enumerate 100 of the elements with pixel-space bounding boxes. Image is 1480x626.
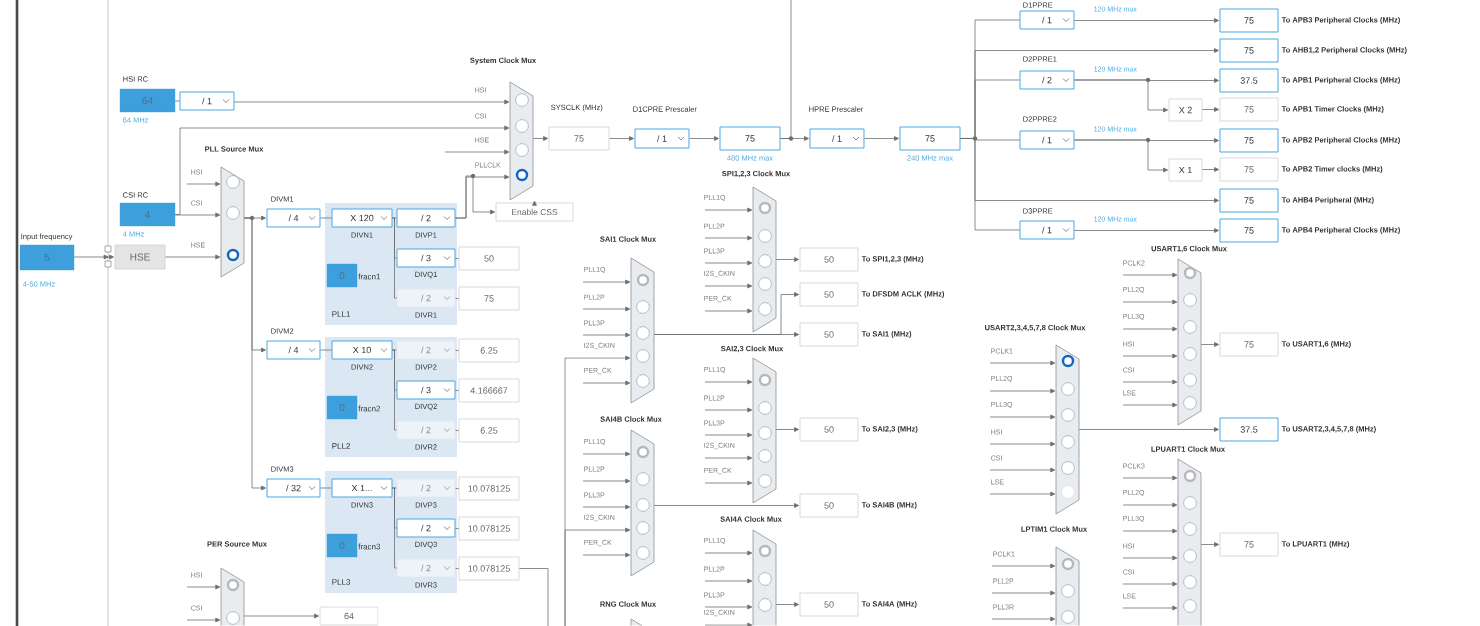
arrow [989,414,1056,420]
arrow [1122,581,1178,587]
value-box: 75 [1219,128,1279,153]
dropdown: / 1 [809,128,865,149]
value-box: 50 [799,592,859,617]
arrow [582,478,631,484]
arrow [1200,542,1220,547]
arrow [775,427,800,432]
dropdown: / 1 [179,91,235,111]
value-box: 50 [458,246,520,271]
connector-line [455,390,459,391]
arrow [653,503,800,508]
arrow [1122,379,1178,385]
arrow [582,380,631,386]
arrow [1122,402,1178,408]
arrow [609,136,634,141]
arrow [704,407,753,413]
value-box: 75 [1219,532,1279,557]
arrow [1074,79,1169,113]
connector-line [455,568,459,569]
arrow [704,622,753,626]
value-box: 50 [799,282,859,307]
arrow [582,504,631,510]
value-box: 75 [458,286,520,311]
dropdown: / 4 [266,340,321,360]
value-box: 75 [1219,332,1279,357]
panel-label: PLL1 [332,311,350,317]
value-box: 6.25 [458,338,520,363]
arrow [991,616,1056,622]
panel-label: PLL3 [332,579,351,585]
input-field: 64 [119,88,176,113]
arrow [1200,342,1220,347]
dropdown: / 1 [634,128,690,149]
connector-line [455,258,459,259]
value-box: 50 [799,493,859,518]
arrow [1122,272,1178,278]
value-box: 75 [548,126,610,151]
input-field: 5 [19,244,75,271]
arrow [775,257,800,262]
arrow [1202,167,1220,172]
arrow [174,212,221,218]
value-box: 37.5 [1219,417,1279,442]
value-box: 10.078125 [458,476,520,501]
arrow [1202,107,1220,112]
value-box: 64 [319,606,379,626]
value-box: 10.078125 [458,516,520,541]
dropdown: X 120 [331,208,393,228]
dropdown: / 2 [396,208,456,228]
input-field: 4 [119,202,176,227]
arrow [989,360,1056,366]
input-field: 0 [326,263,358,288]
arrow [704,432,753,438]
connector-line [455,430,459,431]
field-label: fracn3 [358,543,381,550]
connector-line [780,0,792,139]
arrow [444,149,510,155]
value-box: 6.25 [458,418,520,443]
dropdown: / 2 [1019,70,1075,90]
connector-line [174,100,180,102]
connector-line [455,298,459,299]
dropdown: X 10 [331,340,393,360]
arrow [1122,326,1178,332]
dropdown: X 1... [331,478,393,498]
dropdown: / 1 [1019,220,1075,240]
arrow [582,306,631,312]
arrow [1122,555,1178,561]
arrow [989,491,1056,497]
dropdown: / 1 [1019,10,1075,30]
arrow [689,136,719,141]
arrow [704,604,753,610]
dropdown: / 1 [1019,130,1075,150]
connector-line [455,488,459,489]
value-box: 75 [1219,188,1279,213]
arrow [1078,427,1219,432]
value-box: 75 [1219,8,1279,33]
panel-label: PLL2 [332,443,350,449]
arrow [73,254,115,260]
arrow [704,379,753,385]
arrow [1122,353,1178,359]
source-box: HSE [114,244,166,270]
arrow [1074,228,1219,233]
multiplier-box: X 1 [1168,158,1203,182]
value-box: 10.078125 [458,556,520,581]
arrow [186,617,221,623]
connector-line [392,217,397,219]
arrow [1122,475,1178,481]
dropdown: / 32 [266,478,321,498]
value-box: 50 [799,247,859,272]
arrow [582,332,631,338]
arrow [1122,605,1178,611]
connector-line [455,350,459,351]
button: Enable CSS [495,202,574,222]
arrow [653,292,800,335]
arrow [1074,139,1169,173]
arrow [704,207,753,213]
arrow [186,181,221,187]
value-box: 37.5 [1219,68,1279,93]
arrow [989,467,1056,473]
arrow [991,590,1056,596]
connector-line [455,528,459,529]
